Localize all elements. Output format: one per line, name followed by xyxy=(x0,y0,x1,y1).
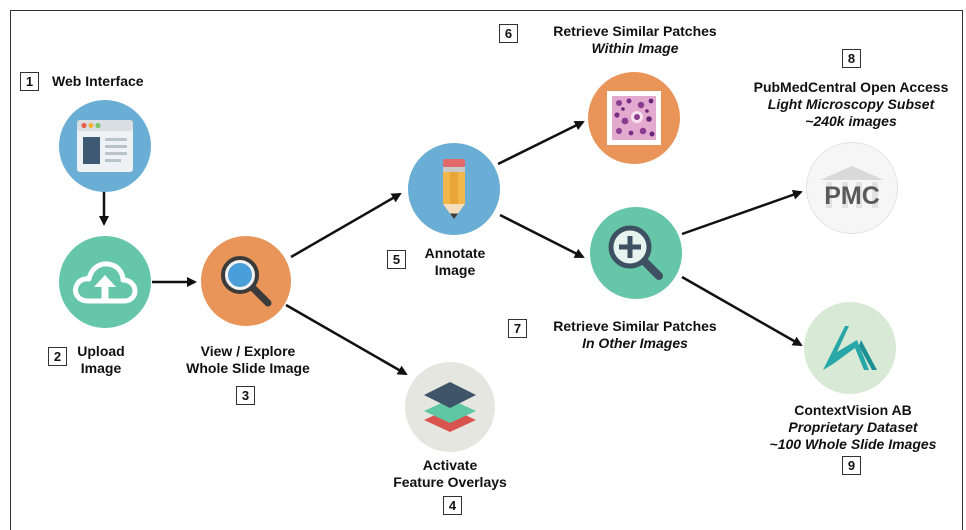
feature-overlays-node xyxy=(405,362,495,452)
arrow-7-to-8 xyxy=(681,189,803,236)
arrow-5-to-7 xyxy=(499,213,585,259)
step-number-6: 6 xyxy=(499,24,518,43)
upload-node xyxy=(59,236,151,328)
other-images-label-line1: Retrieve Similar Patches xyxy=(553,318,717,334)
contextvision-label-line3: ~100 Whole Slide Images xyxy=(769,436,937,452)
cloud-upload-icon xyxy=(73,261,138,304)
diagram-frame xyxy=(10,10,963,530)
pmc-label-line3: ~240k images xyxy=(805,113,897,129)
contextvision-label-line1: ContextVision AB xyxy=(794,402,912,418)
layers-icon xyxy=(424,382,476,432)
tissue-patch-icon xyxy=(607,91,661,145)
step-number-3: 3 xyxy=(236,386,255,405)
step-number-8: 8 xyxy=(842,49,861,68)
arrow-3-to-5 xyxy=(290,192,402,259)
contextvision-node xyxy=(804,302,896,394)
feature-overlays-label: Activate Feature Overlays xyxy=(386,457,514,491)
within-image-label-line2: Within Image xyxy=(591,40,679,56)
view-explore-node xyxy=(201,236,291,326)
step-number-5: 5 xyxy=(387,250,406,269)
step-number-4: 4 xyxy=(443,496,462,515)
pmc-logo-text: PMC xyxy=(824,182,880,210)
web-interface-label: Web Interface xyxy=(52,73,144,89)
upload-label: Upload Image xyxy=(72,343,130,377)
arrow-7-to-9 xyxy=(681,275,803,347)
annotate-label-line2: Image xyxy=(434,262,476,278)
view-explore-label-line2: Whole Slide Image xyxy=(186,360,310,376)
within-image-label: Retrieve Similar Patches Within Image xyxy=(530,23,740,57)
step-number-7: 7 xyxy=(508,319,527,338)
within-image-label-line1: Retrieve Similar Patches xyxy=(553,23,717,39)
step-number-9: 9 xyxy=(842,456,861,475)
arrow-5-to-6 xyxy=(497,120,585,166)
browser-window-icon xyxy=(77,120,133,172)
pmc-label: PubMedCentral Open Access Light Microsco… xyxy=(742,79,960,130)
pmc-label-line2: Light Microscopy Subset xyxy=(767,96,935,112)
annotate-node xyxy=(408,143,500,235)
annotate-label-line1: Annotate xyxy=(424,245,486,261)
contextvision-label-line2: Proprietary Dataset xyxy=(788,419,918,435)
magnifier-icon xyxy=(221,256,272,307)
annotate-label: Annotate Image xyxy=(412,245,498,279)
pencil-icon xyxy=(443,159,465,219)
feature-overlays-label-line2: Feature Overlays xyxy=(393,474,507,490)
web-interface-node xyxy=(59,100,151,192)
view-explore-label-line1: View / Explore xyxy=(200,343,296,359)
zoom-plus-icon xyxy=(608,225,663,280)
upload-label-line2: Image xyxy=(80,360,122,376)
step-number-2: 2 xyxy=(48,347,67,366)
within-image-node xyxy=(588,72,680,164)
other-images-node xyxy=(590,207,682,299)
other-images-label: Retrieve Similar Patches In Other Images xyxy=(530,318,740,352)
upload-label-line1: Upload xyxy=(77,343,125,359)
other-images-label-line2: In Other Images xyxy=(582,335,688,351)
view-explore-label: View / Explore Whole Slide Image xyxy=(178,343,318,377)
pmc-node: PMC xyxy=(806,142,898,234)
pmc-logo: PMC xyxy=(820,166,884,210)
arrow-3-to-4 xyxy=(285,303,408,376)
contextvision-logo xyxy=(823,326,877,370)
contextvision-label: ContextVision AB Proprietary Dataset ~10… xyxy=(758,402,948,453)
pmc-label-line1: PubMedCentral Open Access xyxy=(753,79,949,95)
feature-overlays-label-line1: Activate xyxy=(422,457,478,473)
step-number-1: 1 xyxy=(20,72,39,91)
arrows-layer xyxy=(99,120,803,376)
